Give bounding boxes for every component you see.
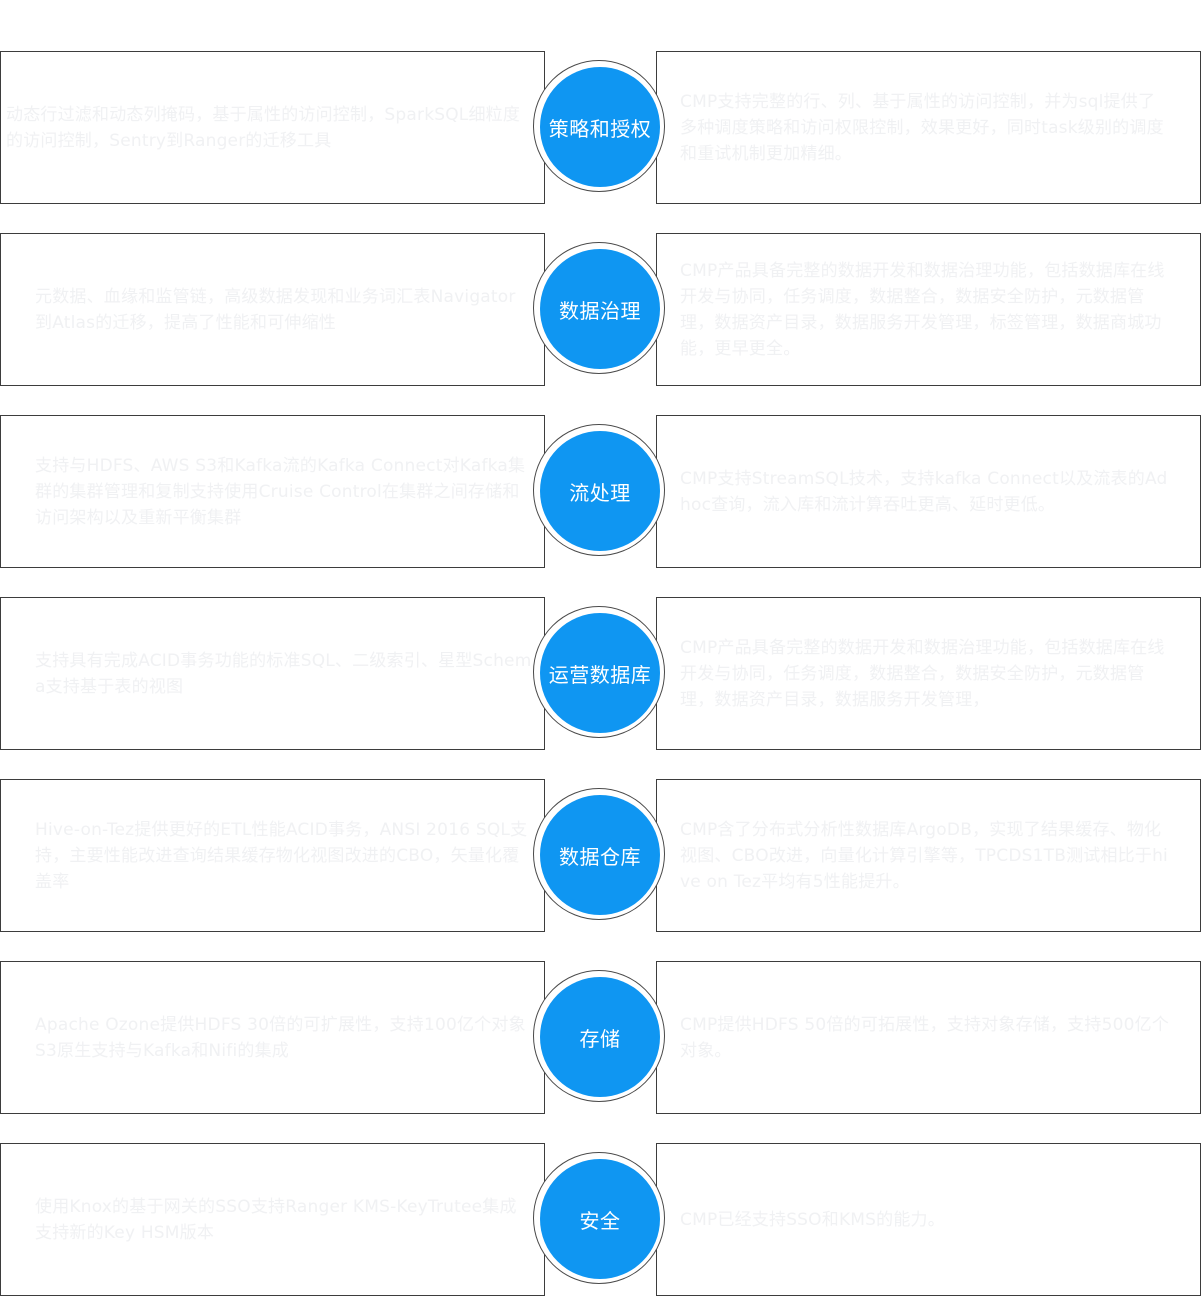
left-description-box: 动态行过滤和动态列掩码，基于属性的访问控制，SparkSQL细粒度的访问控制，S…	[0, 51, 545, 204]
feature-title: 存储	[579, 1026, 621, 1051]
right-description-text: CMP支持StreamSQL技术，支持kafka Connect以及流表的Adh…	[680, 468, 1168, 515]
feature-circle: 数据治理	[540, 249, 660, 369]
left-description-text: 支持具有完成ACID事务功能的标准SQL、二级索引、星型Schema支持基于表的…	[35, 650, 532, 697]
left-description-text: Hive-on-Tez提供更好的ETL性能ACID事务，ANSI 2016 SQ…	[35, 819, 528, 892]
right-description-text: CMP已经支持SSO和KMS的能力。	[680, 1209, 945, 1230]
feature-row-security: 使用Knox的基于网关的SSO支持Ranger KMS-KeyTrutee集成支…	[0, 1143, 1201, 1296]
feature-row-storage: Apache Ozone提供HDFS 30倍的可扩展性，支持100亿个对象S3原…	[0, 961, 1201, 1114]
feature-row-policy: 动态行过滤和动态列掩码，基于属性的访问控制，SparkSQL细粒度的访问控制，S…	[0, 51, 1201, 204]
right-description-text: CMP支持完整的行、列、基于属性的访问控制，并为sql提供了多种调度策略和访问权…	[680, 91, 1164, 164]
left-description-text: 动态行过滤和动态列掩码，基于属性的访问控制，SparkSQL细粒度的访问控制，S…	[6, 104, 521, 151]
feature-circle: 数据仓库	[540, 795, 660, 915]
left-description-text: 支持与HDFS、AWS S3和Kafka流的Kafka Connect对Kafk…	[35, 455, 526, 528]
feature-row-streaming: 支持与HDFS、AWS S3和Kafka流的Kafka Connect对Kafk…	[0, 415, 1201, 568]
feature-circle: 存储	[540, 977, 660, 1097]
right-description-text: CMP提供HDFS 50倍的可拓展性，支持对象存储，支持500亿个对象。	[680, 1014, 1170, 1061]
feature-circle: 运营数据库	[540, 613, 660, 733]
feature-row-governance: 元数据、血缘和监管链，高级数据发现和业务词汇表Navigator到Atlas的迁…	[0, 233, 1201, 386]
right-description-box: CMP已经支持SSO和KMS的能力。	[656, 1143, 1201, 1296]
right-description-text: CMP含了分布式分析性数据库ArgoDB，实现了结果缓存、物化视图、CBO改进，…	[680, 819, 1168, 892]
left-description-box: 支持具有完成ACID事务功能的标准SQL、二级索引、星型Schema支持基于表的…	[0, 597, 545, 750]
left-description-text: 使用Knox的基于网关的SSO支持Ranger KMS-KeyTrutee集成支…	[35, 1196, 517, 1243]
right-description-box: CMP支持完整的行、列、基于属性的访问控制，并为sql提供了多种调度策略和访问权…	[656, 51, 1201, 204]
feature-title: 数据仓库	[559, 844, 641, 869]
feature-title: 运营数据库	[548, 662, 652, 687]
right-description-box: CMP产品具备完整的数据开发和数据治理功能，包括数据库在线开发与协同，任务调度，…	[656, 597, 1201, 750]
right-description-box: CMP支持StreamSQL技术，支持kafka Connect以及流表的Adh…	[656, 415, 1201, 568]
right-description-box: CMP含了分布式分析性数据库ArgoDB，实现了结果缓存、物化视图、CBO改进，…	[656, 779, 1201, 932]
feature-circle: 策略和授权	[540, 67, 660, 187]
left-description-text: 元数据、血缘和监管链，高级数据发现和业务词汇表Navigator到Atlas的迁…	[35, 286, 516, 333]
left-description-text: Apache Ozone提供HDFS 30倍的可扩展性，支持100亿个对象S3原…	[35, 1014, 526, 1061]
feature-row-data-warehouse: Hive-on-Tez提供更好的ETL性能ACID事务，ANSI 2016 SQ…	[0, 779, 1201, 932]
left-description-box: 元数据、血缘和监管链，高级数据发现和业务词汇表Navigator到Atlas的迁…	[0, 233, 545, 386]
left-description-box: 支持与HDFS、AWS S3和Kafka流的Kafka Connect对Kafk…	[0, 415, 545, 568]
feature-circle: 安全	[540, 1159, 660, 1279]
feature-title: 流处理	[569, 480, 631, 505]
right-description-text: CMP产品具备完整的数据开发和数据治理功能，包括数据库在线开发与协同，任务调度，…	[680, 260, 1165, 359]
feature-title: 安全	[579, 1208, 621, 1233]
right-description-box: CMP提供HDFS 50倍的可拓展性，支持对象存储，支持500亿个对象。	[656, 961, 1201, 1114]
right-description-box: CMP产品具备完整的数据开发和数据治理功能，包括数据库在线开发与协同，任务调度，…	[656, 233, 1201, 386]
feature-row-operational-db: 支持具有完成ACID事务功能的标准SQL、二级索引、星型Schema支持基于表的…	[0, 597, 1201, 750]
feature-circle: 流处理	[540, 431, 660, 551]
left-description-box: Hive-on-Tez提供更好的ETL性能ACID事务，ANSI 2016 SQ…	[0, 779, 545, 932]
left-description-box: Apache Ozone提供HDFS 30倍的可扩展性，支持100亿个对象S3原…	[0, 961, 545, 1114]
feature-title: 数据治理	[559, 298, 641, 323]
right-description-text: CMP产品具备完整的数据开发和数据治理功能，包括数据库在线开发与协同，任务调度，…	[680, 637, 1165, 710]
left-description-box: 使用Knox的基于网关的SSO支持Ranger KMS-KeyTrutee集成支…	[0, 1143, 545, 1296]
feature-title: 策略和授权	[548, 116, 652, 141]
